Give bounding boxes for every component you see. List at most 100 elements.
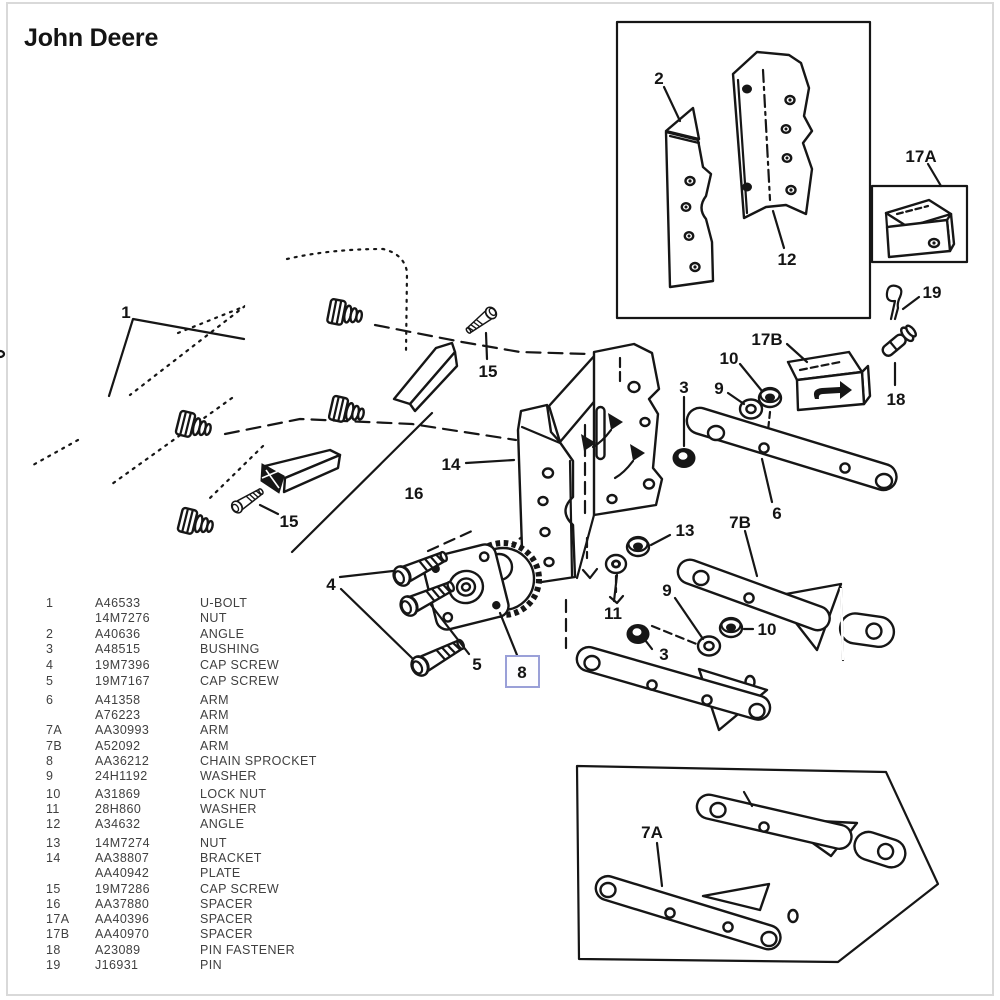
part-desc: LOCK NUT (200, 787, 267, 801)
part-number: A46533 (95, 596, 141, 610)
part-desc: ARM (200, 723, 229, 737)
part-number: A34632 (95, 817, 141, 831)
spacer-wedge-upper-drawing (0, 341, 459, 413)
part-desc: BRACKET (200, 851, 262, 865)
part-ref: 14 (46, 851, 61, 865)
callout-19: 19 (923, 283, 942, 302)
part-ref: 19 (46, 958, 61, 972)
callout-14: 14 (442, 455, 461, 474)
part-desc: PIN (200, 958, 223, 972)
highlight-box-8[interactable] (505, 655, 540, 688)
callout-13: 13 (676, 521, 695, 540)
spacer-wedge-lower-drawing (260, 448, 342, 494)
part-desc: NUT (200, 836, 227, 850)
part-number: J16931 (95, 958, 139, 972)
callout-11: 11 (604, 604, 622, 623)
arm-6-drawing (685, 406, 898, 492)
part-ref: 17A (46, 912, 70, 926)
part-ref: 2 (46, 627, 54, 641)
part-desc: PIN FASTENER (200, 943, 296, 957)
washer-11-drawing (604, 553, 628, 575)
part-desc: SPACER (200, 927, 253, 941)
callout-7a: 7A (641, 823, 663, 842)
u-bolt-lower-drawing (93, 401, 217, 540)
part-number: 14M7276 (95, 611, 150, 625)
phantom-lines (31, 247, 590, 595)
chain-sprocket-drawing (422, 540, 542, 631)
callout-10a: 10 (720, 349, 739, 368)
part-number: AA30993 (95, 723, 150, 737)
part-desc: CAP SCREW (200, 658, 280, 672)
part-number: 19M7396 (95, 658, 150, 672)
part-ref: 8 (46, 754, 54, 768)
part-desc: SPACER (200, 897, 253, 911)
callout-9a: 9 (714, 379, 723, 398)
part-number: A52092 (95, 739, 141, 753)
part-desc: CAP SCREW (200, 882, 280, 896)
part-ref: 12 (46, 817, 61, 831)
pin-fastener-19-drawing (885, 284, 903, 321)
part-desc: SPACER (200, 912, 253, 926)
axis-line (650, 624, 706, 649)
callout-3a: 3 (679, 378, 688, 397)
callout-16: 16 (405, 484, 424, 503)
part-number: 14M7274 (95, 836, 150, 850)
part-desc: WASHER (200, 769, 257, 783)
washer-9b-drawing (696, 635, 722, 657)
part-number: A31869 (95, 787, 141, 801)
callout-2: 2 (654, 69, 663, 88)
part-number: AA40942 (95, 866, 150, 880)
axis-check (608, 594, 625, 605)
leader-16 (290, 411, 434, 554)
callout-leader-lines (107, 85, 943, 888)
nut-13-drawing (625, 535, 651, 558)
callout-15b: 15 (280, 512, 299, 531)
u-bolt-upper-drawing (245, 293, 368, 428)
pin-18-drawing (881, 324, 917, 357)
callout-6: 6 (772, 504, 781, 523)
part-ref: 16 (46, 897, 61, 911)
part-number: 28H860 (95, 802, 142, 816)
callout-17b: 17B (751, 330, 782, 349)
callout-7b: 7B (729, 513, 751, 532)
part-number: A41358 (95, 693, 141, 707)
part-number: 24H1192 (95, 769, 148, 783)
part-desc: WASHER (200, 802, 257, 816)
part-ref: 13 (46, 836, 61, 850)
part-desc: BUSHING (200, 642, 260, 656)
callout-10b: 10 (758, 620, 777, 639)
part-ref: 5 (46, 674, 54, 688)
part-desc: ANGLE (200, 817, 245, 831)
part-ref: 7A (46, 723, 63, 737)
part-desc: NUT (200, 611, 227, 625)
callout-3b: 3 (659, 645, 668, 664)
part-ref: 9 (46, 769, 54, 783)
brand-title: John Deere (24, 24, 159, 52)
part-desc: PLATE (200, 866, 241, 880)
lock-nut-10b-drawing (718, 616, 744, 639)
cap-screw-15b-drawing (228, 484, 267, 516)
part-ref: 4 (46, 658, 54, 672)
part-ref: 3 (46, 642, 54, 656)
part-number: AA37880 (95, 897, 150, 911)
callout-8[interactable]: 8 (517, 663, 526, 682)
part-number: A23089 (95, 943, 141, 957)
part-desc: ARM (200, 693, 229, 707)
part-number: AA40396 (95, 912, 150, 926)
part-number: AA36212 (95, 754, 150, 768)
cap-screw-15a-drawing (462, 304, 500, 338)
spacer-17b-drawing (786, 350, 872, 412)
arm-assembly-7b-drawing (575, 558, 896, 732)
part-ref: 7B (46, 739, 63, 753)
part-number: A48515 (95, 642, 141, 656)
callout-18: 18 (887, 390, 906, 409)
part-desc: CAP SCREW (200, 674, 280, 688)
callout-17a: 17A (905, 147, 936, 166)
part-ref: 18 (46, 943, 61, 957)
part-ref: 15 (46, 882, 61, 896)
part-desc: U-BOLT (200, 596, 248, 610)
inset-box-spacer-17a (870, 184, 969, 264)
part-number: 19M7167 (95, 674, 150, 688)
inset-box-arm-7a (575, 764, 940, 964)
